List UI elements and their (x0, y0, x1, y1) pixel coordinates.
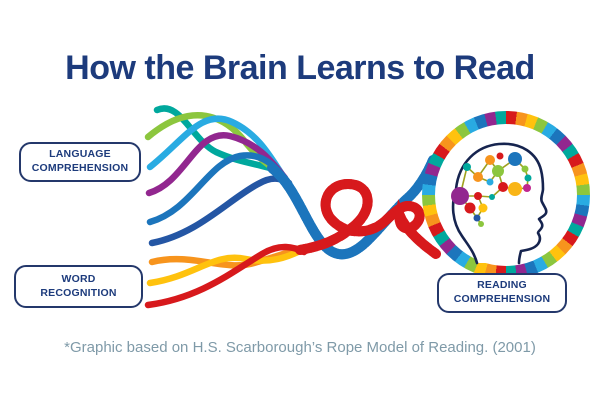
label-line: RECOGNITION (40, 286, 117, 299)
label-line: COMPREHENSION (31, 162, 129, 174)
label-line: WORD (61, 272, 96, 285)
label-word-recognition: WORD RECOGNITION (14, 265, 143, 308)
page-title: How the Brain Learns to Read (65, 49, 535, 87)
label-reading-comprehension: READING COMPREHENSION (437, 273, 567, 313)
label-line: COMPREHENSION (453, 293, 551, 305)
label-language-comprehension: LANGUAGE COMPREHENSION (19, 142, 141, 182)
attribution-text: *Graphic based on H.S. Scarborough’s Rop… (64, 339, 536, 356)
brain-network-icon (451, 152, 532, 227)
strand-red (144, 243, 308, 309)
strand-teal (153, 105, 280, 174)
label-line: READING (477, 279, 527, 292)
strand-yellow (146, 246, 306, 287)
label-line: LANGUAGE (49, 148, 111, 161)
